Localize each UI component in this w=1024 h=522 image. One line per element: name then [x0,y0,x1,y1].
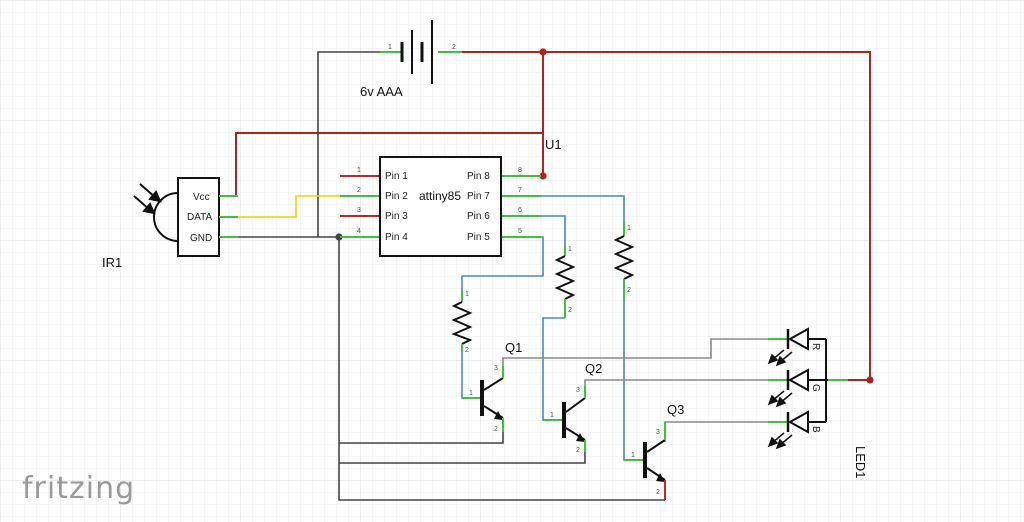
mcu-pin3-num: 3 [357,207,361,214]
r3-pin1: 1 [627,225,631,232]
battery-pin1: 1 [388,44,392,51]
resistor-r1[interactable]: 1 2 [451,290,473,354]
led-diode-blue [786,410,809,434]
battery-label: 6v AAA [360,84,403,99]
resistor-r3[interactable]: 1 2 [613,222,635,300]
ir-light-arrows-icon [133,183,162,215]
wire-battery-minus[interactable] [317,51,380,237]
led-diode-green [786,368,809,392]
transistor-q2[interactable]: 1 2 3 Q2 [543,361,602,454]
r2-pin1: 1 [568,246,572,253]
q3-pin3: 3 [656,429,660,436]
wire-gnd-bus[interactable] [338,237,665,501]
led-ref: LED1 [853,446,868,479]
junction-dot [539,48,547,56]
led-channel-b: B [810,426,821,433]
mcu-pin2-label: Pin 2 [385,191,408,202]
q3-pin1: 1 [631,452,635,459]
mcu-ref: U1 [545,137,562,152]
mcu-pin2-num: 2 [357,187,361,194]
led-emission-arrows-icon [767,349,793,450]
led-diode-red [786,327,809,351]
mcu-name: attiny85 [419,189,461,203]
led-channel-g: G [810,384,821,392]
battery[interactable]: 1 2 6v AAA [360,20,462,99]
q1-pin1: 1 [469,390,473,397]
ir-pin-vcc: Vcc [193,192,210,203]
ir-pin-data: DATA [187,212,213,223]
mcu-pin8-label: Pin 8 [467,171,490,182]
junction-dot [335,233,343,241]
mcu-pin6-label: Pin 6 [467,211,490,222]
fritzing-logo: fritzing [22,471,135,506]
r1-pin2: 2 [465,347,469,354]
wire-ir-data[interactable] [238,195,360,218]
wire-q2-led-g[interactable] [584,379,768,386]
wire-gnd-q2[interactable] [339,452,586,464]
transistor-q1[interactable]: 1 2 3 Q1 [462,340,522,433]
battery-pin2: 2 [452,44,456,51]
transistor-q3[interactable]: 1 2 3 Q3 [624,402,684,500]
q2-pin3: 3 [576,387,580,394]
r2-pin2: 2 [568,307,572,314]
mcu-pin5-label: Pin 5 [467,232,490,243]
mcu-pin7-num: 7 [518,187,522,194]
mcu-pin1-num: 1 [357,167,361,174]
led-channel-r: R [810,343,821,350]
q1-pin2: 2 [494,426,498,433]
q1-ref: Q1 [505,340,522,355]
mcu-pin1-label: Pin 1 [385,171,408,182]
q3-ref: Q3 [667,402,684,417]
mcu-pin4-num: 4 [357,228,361,235]
junction-dot [866,376,874,384]
ir-ref: IR1 [102,255,122,270]
q1-pin3: 3 [494,365,498,372]
ir-dome [153,192,179,242]
wire-battery-plus[interactable] [462,51,871,381]
q2-ref: Q2 [585,361,602,376]
resistor-r2[interactable]: 1 2 [554,245,576,318]
q2-pin2: 2 [576,447,580,454]
mcu-pin4-label: Pin 4 [385,232,408,243]
wire-pin7[interactable] [520,195,625,222]
wire-gnd-q1[interactable] [339,432,504,444]
ir-sensor[interactable]: Vcc DATA GND IR1 [102,177,238,270]
mcu-pin3-label: Pin 3 [385,211,408,222]
mcu-pin8-num: 8 [518,167,522,174]
wire-q1-led-r[interactable] [502,338,768,366]
mcu-pin5-num: 5 [518,228,522,235]
r1-pin1: 1 [465,291,469,298]
q2-pin1: 1 [550,412,554,419]
attiny85-chip[interactable]: Pin 1 Pin 2 Pin 3 Pin 4 Pin 8 Pin 7 Pin … [340,137,562,257]
mcu-pin7-label: Pin 7 [467,191,490,202]
ir-pin-gnd: GND [190,233,212,244]
q3-pin2: 2 [656,489,660,496]
junction-dot [539,172,547,180]
rgb-led[interactable]: R G B LED1 [767,327,868,479]
mcu-pin6-num: 6 [518,207,522,214]
r3-pin2: 2 [627,287,631,294]
